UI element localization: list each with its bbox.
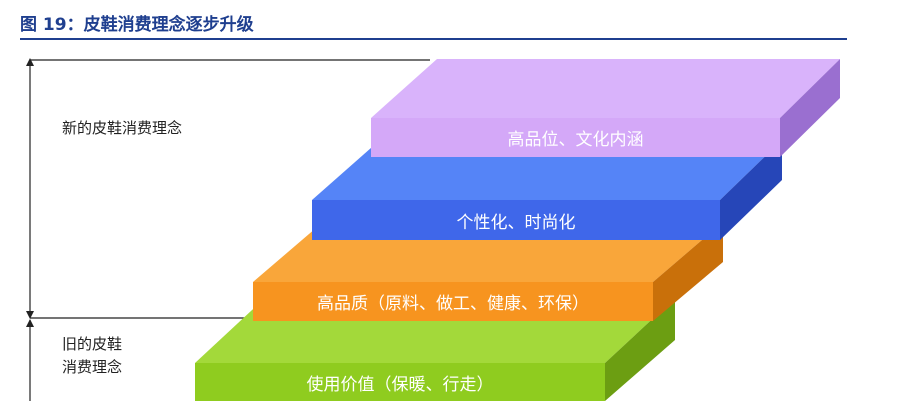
step-3-side-face bbox=[653, 222, 723, 321]
step-1-top-face bbox=[371, 59, 840, 118]
step-3-front-face bbox=[253, 282, 653, 321]
arrow-down-mid bbox=[26, 311, 34, 319]
step-block-1 bbox=[371, 59, 840, 157]
step-3-label: 高品质（原料、做工、健康、环保） bbox=[317, 294, 589, 314]
arrow-up-top bbox=[26, 58, 34, 66]
step-1-side-face bbox=[780, 59, 840, 157]
new-concept-label: 新的皮鞋消费理念 bbox=[62, 119, 183, 137]
old-concept-label-line1: 旧的皮鞋 bbox=[62, 335, 123, 353]
step-4-label: 使用价值（保暖、行走） bbox=[306, 374, 494, 395]
step-4-side-face bbox=[605, 298, 675, 401]
title-rule bbox=[20, 38, 847, 40]
step-4-front-face bbox=[195, 363, 605, 401]
arrow-up-mid bbox=[26, 319, 34, 327]
step-1-front-face bbox=[371, 118, 780, 157]
bracket-lines bbox=[29, 59, 430, 401]
figure-title: 图 19：皮鞋消费理念逐步升级 bbox=[20, 15, 254, 35]
step-2-front-face bbox=[312, 200, 720, 240]
bracket-arrows bbox=[26, 58, 34, 327]
step-1-label: 高品位、文化内涵 bbox=[507, 130, 644, 150]
old-concept-label-line2: 消费理念 bbox=[62, 358, 123, 376]
step-2-label: 个性化、时尚化 bbox=[456, 212, 576, 233]
step-2-side-face bbox=[720, 140, 782, 240]
